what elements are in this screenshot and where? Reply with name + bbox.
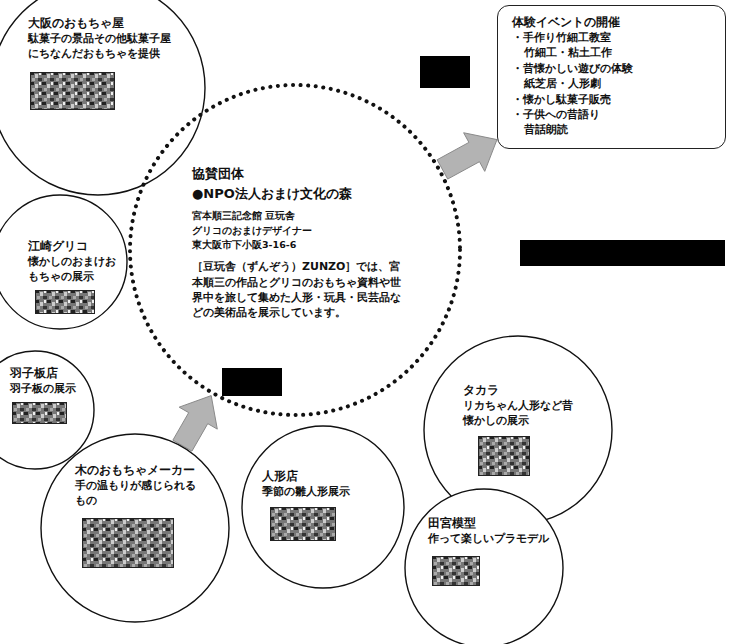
photo: [478, 436, 530, 476]
circle-outline: [404, 488, 564, 644]
node-text: リカちゃん人形など昔懐かしの展示: [463, 398, 575, 429]
circle-shape: [242, 426, 404, 588]
event-box: 体験イベントの開催・手作り竹細工教室竹細工・粘土工作・昔懐かしい遊びの体験紙芝居…: [497, 5, 726, 149]
circle-node: 田宮模型作って楽しいプラモデル: [404, 488, 564, 644]
photo-image: [479, 437, 530, 476]
node-heading: 木のおもちゃメーカー: [75, 462, 201, 478]
node-text: 季節の雛人形展示: [262, 484, 374, 499]
circle-node: 協賛団体 ●NPO法人おまけ文化の森宮本順三記念館 豆玩舎グリコのおまけデザイナー…: [127, 82, 463, 418]
node-text: ・手作り竹細工教室: [512, 30, 713, 45]
photo-image: [271, 508, 336, 541]
node-heading: 協賛団体: [192, 165, 410, 183]
photo: [270, 507, 336, 541]
node-text: 作って楽しいプラモデル: [428, 531, 552, 546]
node-text: 手の温もりが感じられるもの: [75, 478, 201, 509]
text-group: 江崎グリコ懐かしのおまけおもちゃの展示: [28, 238, 120, 285]
photo-image: [13, 403, 67, 424]
block-arrow: [173, 396, 217, 452]
node-text: 昔話朗読: [512, 122, 713, 137]
photo-image: [83, 519, 174, 568]
node-text: 東大阪市下小阪3-16-6: [192, 238, 410, 251]
node-heading: 江崎グリコ: [28, 238, 120, 254]
circle-outline: [127, 82, 463, 418]
circle-node: 木のおもちゃメーカー手の温もりが感じられるもの: [40, 433, 230, 623]
dotted-circle: [130, 85, 460, 415]
text-group: タカラリカちゃん人形など昔懐かしの展示: [463, 382, 575, 429]
black-label: [222, 368, 282, 396]
photo: [432, 556, 480, 586]
circle-node: 大阪のおもちゃ屋駄菓子の景品その他駄菓子屋にちなんだおもちゃを提供: [0, 0, 206, 196]
text-group: 人形店季節の雛人形展示: [262, 468, 374, 499]
node-text: ・昔懐かしい遊びの体験: [512, 61, 713, 76]
circle-shape: [405, 489, 563, 644]
circle-node: 人形店季節の雛人形展示: [241, 425, 405, 589]
node-heading: 体験イベントの開催: [512, 14, 713, 30]
text-group: 田宮模型作って楽しいプラモデル: [428, 515, 552, 546]
black-band: [520, 240, 725, 266]
circle-shape: [0, 195, 127, 329]
text-group: 羽子板店羽子板の展示: [10, 365, 90, 396]
photo: [12, 402, 67, 424]
photo-image: [36, 291, 95, 314]
node-text: 駄菓子の景品その他駄菓子屋にちなんだおもちゃを提供: [28, 31, 174, 62]
circle-shape: [41, 434, 229, 622]
text-group: 体験イベントの開催・手作り竹細工教室竹細工・粘土工作・昔懐かしい遊びの体験紙芝居…: [512, 14, 713, 138]
node-text: 懐かしのおまけおもちゃの展示: [28, 254, 120, 285]
circle-node: 江崎グリコ懐かしのおまけおもちゃの展示: [0, 194, 128, 330]
node-text: ●NPO法人おまけ文化の森: [192, 185, 410, 203]
photo: [82, 518, 174, 568]
text-group: 木のおもちゃメーカー手の温もりが感じられるもの: [75, 462, 201, 509]
node-text: ・懐かし駄菓子販売: [512, 92, 713, 107]
node-heading: 大阪のおもちゃ屋: [28, 15, 174, 31]
node-heading: 田宮模型: [428, 515, 552, 531]
node-text: グリコのおまけデザイナー: [192, 224, 410, 237]
photo-image: [433, 557, 480, 586]
text-group: 協賛団体 ●NPO法人おまけ文化の森宮本順三記念館 豆玩舎グリコのおまけデザイナー…: [192, 165, 410, 321]
circle-shape: [0, 0, 205, 195]
node-heading: 人形店: [262, 468, 374, 484]
node-text: 羽子板の展示: [10, 381, 90, 396]
block-arrow: [437, 133, 497, 179]
node-heading: タカラ: [463, 382, 575, 398]
node-text: 宮本順三記念館 豆玩舎: [192, 209, 410, 222]
photo-image: [31, 73, 115, 110]
node-text: 紙芝居・人形劇: [512, 76, 713, 91]
node-heading: 羽子板店: [10, 365, 90, 381]
photo: [35, 290, 95, 314]
node-text: 竹細工・粘土工作: [512, 45, 713, 60]
node-text: ・子供への昔語り: [512, 107, 713, 122]
node-text: ［豆玩舎（ずんぞう）ZUNZO］では、宮本順三の作品とグリコのおもちゃ資料や世界…: [192, 259, 410, 321]
text-group: 大阪のおもちゃ屋駄菓子の景品その他駄菓子屋にちなんだおもちゃを提供: [28, 15, 174, 62]
black-label: [420, 56, 470, 88]
photo: [30, 72, 115, 110]
